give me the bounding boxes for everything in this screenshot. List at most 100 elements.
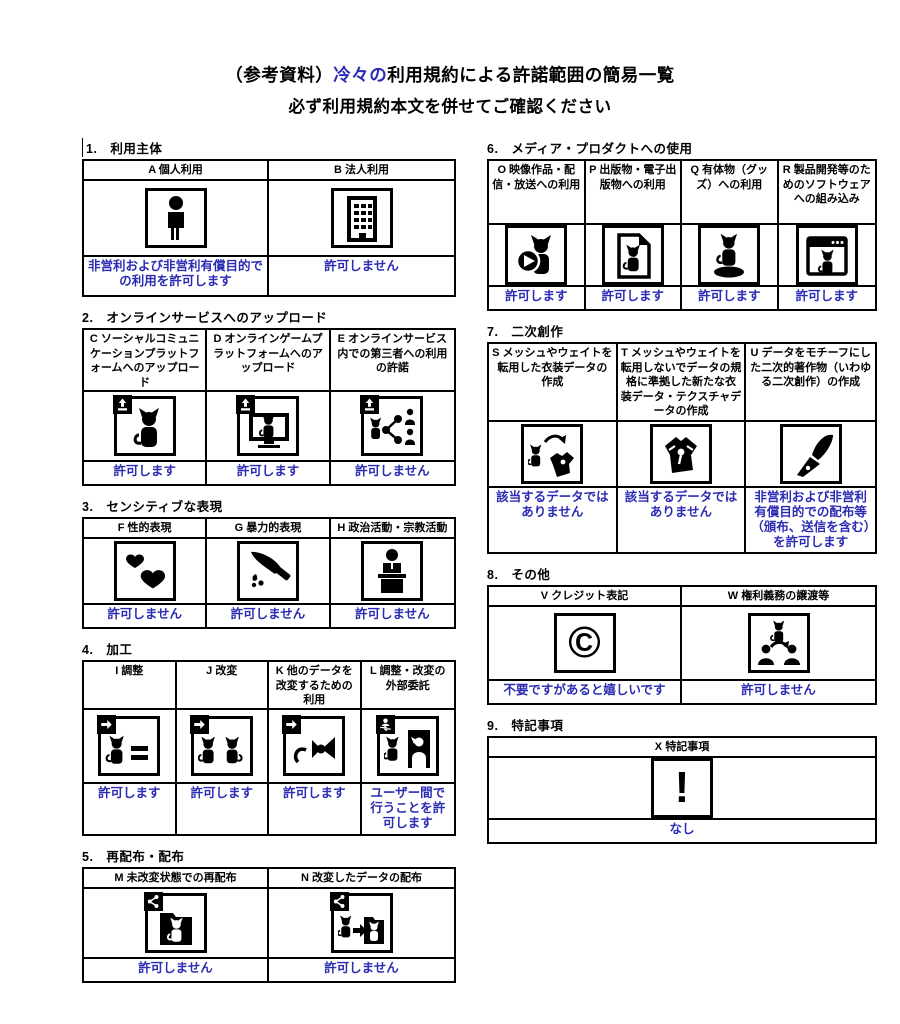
permission-table: I 調整 J 改変 K 他のデータを改変するための利用 L 調整・改変の外部委託 [82,660,456,836]
cell-result-M: 許可しません [84,959,269,981]
cell-icon-X: ! [489,758,875,820]
cell-result-R: 許可します [795,289,858,303]
fountain-pen-icon [796,434,833,477]
icon-frame [235,395,299,456]
modify-arrow-badge-icon [189,715,209,734]
cell-label-W: W 権利義務の譲渡等 [682,587,875,607]
cell-result-N: 許可しません [324,961,399,975]
cell-result-L: ユーザー間で行うことを許可します [370,786,446,830]
cell-label-I: I 調整 [84,662,177,710]
cell-label-U: U データをモチーフにした二次的著作物（いわゆる二次創作）の作成 [746,344,875,422]
icon-frame [360,395,424,456]
permission-table: O 映像作品・配信・放送への利用 P 出版物・電子出版物への利用 Q 有体物（グ… [487,159,877,311]
cell-result-W: 許可しません [741,683,816,697]
section-sensitive-expression: 3. センシティブな表現 F 性的表現 G 暴力的表現 H 政治活動・宗教活動 [82,496,456,629]
cell-result-J: 許可します [177,784,269,834]
upload-badge-icon [235,395,255,414]
cell-result-U: 非営利および非営利有償目的での配布等（頒布、送信を含む）を許可します [751,490,871,549]
cell-label-B: B 法人利用 [269,161,454,181]
cell-result-A: 非営利および非営利有償目的での利用を許可します [84,257,269,295]
cell-result-V: 不要ですがあると嬉しいです [489,681,682,703]
modify-two-cats-icon [197,736,243,764]
cell-result-X: なし [669,822,695,836]
title-model-name: 冷々の [333,65,388,85]
icon-frame [143,892,207,953]
page-title: （参考資料）冷々の利用規約による許諾範囲の簡易一覧 必ず利用規約本文を併せてご確… [0,62,900,117]
section-heading: 8. その他 [487,568,551,582]
outsource-person-badge-icon [375,715,395,734]
icon-frame: ! [651,758,713,818]
section-usage-entity: 1. 利用主体 A 個人利用 B 法人利用 [82,138,456,297]
cell-icon-B [269,181,454,257]
cell-label-X: X 特記事項 [489,738,875,758]
cell-label-Q: Q 有体物（グッズ）への利用 [682,161,779,225]
cell-label-O: O 映像作品・配信・放送への利用 [489,161,586,225]
icon-frame [649,424,712,484]
section-derivative-works: 7. 二次創作 S メッシュやウェイトを転用した衣装データの作成 T メッシュや… [487,321,877,554]
icon-frame [112,395,176,456]
icon-frame [329,892,393,953]
outsource-swap-icon [383,730,430,768]
cell-icon-F [84,539,208,605]
modify-arrow-badge-icon [282,715,302,734]
section-online-upload: 2. オンラインサービスへのアップロード C ソーシャルコミュニケーションプラッ… [82,307,456,486]
cell-icon-Q [682,225,779,287]
shirt-icon [664,437,697,473]
document-cat-icon [617,233,651,279]
icon-frame [361,541,424,601]
cell-result-P: 許可します [586,287,682,309]
section-heading: 5. 再配布・配布 [82,850,185,864]
permission-table: F 性的表現 G 暴力的表現 H 政治活動・宗教活動 [82,517,456,629]
cell-result-I: 許可します [84,784,177,834]
section-special-notes: 9. 特記事項 X 特記事項 ! なし [487,715,877,844]
icon-frame [779,424,842,484]
cell-icon-O [489,225,586,287]
icon-frame [97,715,161,776]
icon-frame [144,188,207,248]
cell-label-R: R 製品開発等のためのソフトウェアへの組み込み [778,161,875,225]
cell-label-K: K 他のデータを改変するための利用 [269,662,362,710]
upload-badge-icon [112,395,132,414]
permission-table: S メッシュやウェイトを転用した衣装データの作成 T メッシュやウェイトを転用し… [487,342,877,554]
icon-frame: © [553,613,616,673]
cell-icon-I [84,710,177,784]
mesh-reuse-shirt-icon [528,434,575,477]
page-title-line1: （参考資料）冷々の利用規約による許諾範囲の簡易一覧 [0,62,900,87]
rights-transfer-icon [757,620,800,665]
cell-label-T: T メッシュやウェイトを転用しないでデータの規格に準拠した新たな衣装データ・テク… [617,344,747,422]
cell-result-F: 許可しません [84,605,208,627]
permission-table: X 特記事項 ! なし [487,736,877,844]
cell-label-P: P 出版物・電子出版物への利用 [585,161,682,225]
permission-table: V クレジット表記 W 権利義務の譲渡等 © [487,585,877,705]
person-icon [167,196,184,240]
icon-frame [375,715,439,776]
cell-icon-M [84,889,269,959]
cell-label-H: H 政治活動・宗教活動 [330,519,454,539]
icon-frame [601,225,664,285]
icon-frame [698,225,761,285]
cell-icon-D [207,392,331,462]
icon-frame [282,715,346,776]
permission-table: M 未改変状態での再配布 N 改変したデータの配布 [82,867,456,983]
section-processing: 4. 加工 I 調整 J 改変 K 他のデータを改変するための利用 L 調整・改… [82,639,456,836]
upload-monitor-cat-icon [248,413,289,448]
icon-frame [795,225,858,285]
cell-icon-H [330,539,454,605]
section-media-product: 6. メディア・プロダクトへの使用 O 映像作品・配信・放送への利用 P 出版物… [487,138,877,311]
permission-table: C ソーシャルコミュニケーションプラットフォームへのアップロード D オンライン… [82,328,456,486]
cell-icon-A [84,181,269,257]
knife-icon [250,551,291,588]
share-folder-transfer-icon [337,915,384,944]
page-subtitle: 必ず利用規約本文を併せてご確認ください [288,98,612,116]
cell-label-E: E オンラインサービス内での第三者への利用の許諾 [330,330,454,392]
share-badge-icon [143,892,163,911]
cell-result-G: 許可しません [207,605,331,627]
cell-result-O: 許可します [489,287,586,309]
share-folder-icon [159,913,192,945]
cell-label-V: V クレジット表記 [489,587,682,607]
icon-frame [189,715,253,776]
cell-result-H: 許可しません [355,607,430,621]
share-badge-icon [329,892,349,911]
permission-table: A 個人利用 B 法人利用 [82,159,456,297]
cell-label-D: D オンラインゲームプラットフォームへのアップロード [207,330,331,392]
